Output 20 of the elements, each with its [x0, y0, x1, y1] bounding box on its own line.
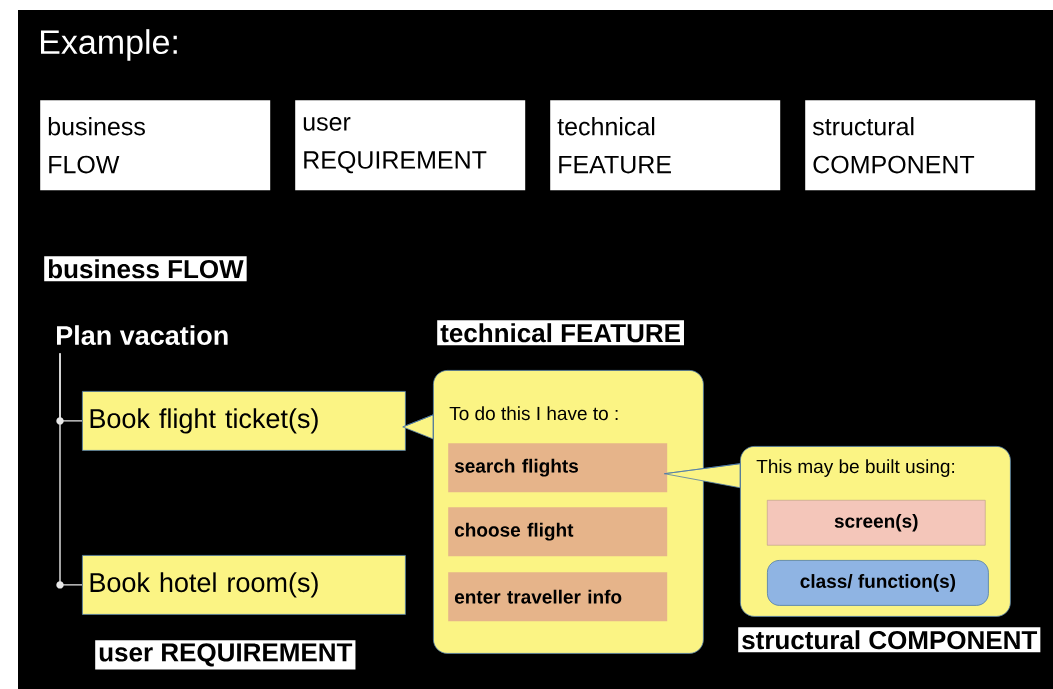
tree-line	[56, 352, 83, 589]
requirement-box: Book hotel room(s)	[82, 555, 406, 615]
title: Example:	[41, 29, 177, 61]
category-box: technical FEATURE	[550, 100, 781, 191]
category-box: business FLOW	[40, 100, 271, 191]
class-box: class/ function(s)	[767, 560, 989, 606]
callout-tail	[664, 463, 741, 489]
section-tag: user REQUIREMENT	[95, 640, 356, 670]
callout-tail	[402, 414, 434, 440]
screen-box: screen(s)	[767, 500, 986, 546]
section-tag: structural COMPONENT	[738, 627, 1041, 653]
category-box: user REQUIREMENT	[295, 100, 526, 191]
section-tag: technical FEATURE	[437, 320, 684, 346]
section-tag: business FLOW	[44, 256, 247, 282]
task-box: choose flight	[448, 507, 668, 557]
task-box: search flights	[448, 443, 668, 493]
category-box: structural COMPONENT	[805, 100, 1036, 191]
task-box: enter traveller info	[448, 572, 668, 622]
requirement-box: Book flight ticket(s)	[82, 391, 406, 451]
node-text: Plan vacation	[57, 325, 228, 346]
